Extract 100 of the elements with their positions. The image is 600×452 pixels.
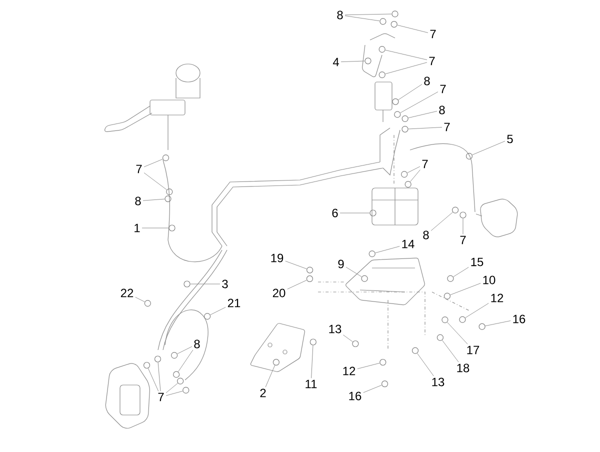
part-drawing xyxy=(442,316,448,324)
leader-line xyxy=(485,320,511,326)
part-drawing xyxy=(436,334,444,341)
part-drawing xyxy=(460,212,466,218)
part-drawing xyxy=(392,10,398,18)
leader-line xyxy=(416,352,434,376)
leader-line xyxy=(287,280,307,290)
part-drawing xyxy=(380,18,386,25)
callout-number: 9 xyxy=(338,260,344,268)
leader-line xyxy=(178,350,194,372)
part-drawing xyxy=(143,362,150,369)
part-drawing xyxy=(182,386,190,394)
part-drawing xyxy=(459,316,466,323)
part-drawing xyxy=(394,111,401,118)
part-drawing xyxy=(401,171,408,178)
leader-line xyxy=(400,92,438,114)
callout-number: 11 xyxy=(306,380,317,388)
leader-line xyxy=(285,260,307,270)
callout-number: 7 xyxy=(430,30,436,38)
part-drawing xyxy=(402,115,408,122)
part-drawing xyxy=(173,371,180,378)
part-drawing xyxy=(306,275,314,282)
callout-number: 16 xyxy=(513,314,526,324)
part-drawing xyxy=(306,266,314,274)
leader-line xyxy=(363,384,382,393)
leader-line xyxy=(408,127,442,130)
callout-number: 13 xyxy=(432,378,444,386)
callout-number: 6 xyxy=(332,208,338,218)
callout-number: 8 xyxy=(337,10,343,20)
part-drawing xyxy=(478,323,486,330)
part-drawing xyxy=(184,280,190,288)
leader-line xyxy=(442,340,459,362)
callout-number: 7 xyxy=(429,56,435,66)
callout-number: 8 xyxy=(423,230,429,240)
callout-number: 16 xyxy=(349,392,362,400)
part-drawing xyxy=(370,210,376,216)
leader-line xyxy=(450,282,481,296)
part-drawing xyxy=(444,292,450,300)
leader-line xyxy=(340,60,365,62)
leader-line xyxy=(408,110,438,118)
callout-number: 14 xyxy=(402,240,414,248)
leader-line xyxy=(462,218,464,234)
leader-line xyxy=(385,50,428,60)
part-drawing xyxy=(368,250,376,258)
callout-number: 12 xyxy=(343,366,356,376)
part-drawing xyxy=(380,358,386,366)
part-drawing xyxy=(352,340,359,348)
leader-line xyxy=(340,212,370,214)
part-drawing xyxy=(378,72,386,78)
part-drawing xyxy=(402,126,408,132)
leader-line xyxy=(385,62,428,74)
leader-line xyxy=(472,140,506,156)
callout-number: 13 xyxy=(329,324,342,334)
leader-line xyxy=(148,368,159,392)
leader-line xyxy=(177,346,192,354)
part-drawing xyxy=(204,313,211,320)
callout-number: 8 xyxy=(424,76,430,86)
part-drawing xyxy=(177,378,184,384)
callout-number: 8 xyxy=(135,196,141,206)
leader-line xyxy=(144,172,168,190)
callout-number: 7 xyxy=(444,122,450,132)
leader-line xyxy=(446,322,468,344)
callout-number: 7 xyxy=(136,164,142,174)
callout-number: 8 xyxy=(194,340,200,348)
part-drawing xyxy=(166,188,173,196)
callout-number: 22 xyxy=(120,288,134,298)
leader-line xyxy=(311,345,314,378)
callout-number: 5 xyxy=(507,134,513,144)
callout-number: 17 xyxy=(467,346,480,354)
leader-line xyxy=(210,306,226,316)
part-drawing xyxy=(168,224,176,232)
part-drawing xyxy=(164,195,172,202)
leader-line xyxy=(166,382,178,394)
leader-line xyxy=(430,212,454,231)
leader-line xyxy=(357,362,380,370)
part-drawing xyxy=(466,152,473,160)
part-drawing xyxy=(378,46,386,53)
callout-number: 19 xyxy=(271,254,284,262)
part-drawing xyxy=(272,358,280,366)
leader-line xyxy=(346,266,362,278)
part-drawing xyxy=(310,338,316,346)
part-drawing xyxy=(447,275,454,282)
part-drawing xyxy=(162,154,170,162)
leader-line xyxy=(465,302,489,318)
leader-line xyxy=(453,266,469,278)
leader-line xyxy=(344,14,392,16)
part-drawing xyxy=(144,300,151,307)
callout-number: 2 xyxy=(260,388,266,398)
callout-number: 8 xyxy=(439,106,445,114)
callout-number: 12 xyxy=(491,294,504,302)
leader-line xyxy=(375,246,400,254)
part-drawing xyxy=(412,347,419,354)
leader-line xyxy=(166,390,183,396)
callout-number: 7 xyxy=(440,84,446,94)
callout-number: 3 xyxy=(222,280,228,288)
callout-number: 4 xyxy=(332,58,339,66)
leader-line xyxy=(142,198,165,201)
callout-number: 10 xyxy=(483,276,496,284)
part-drawing xyxy=(404,181,412,188)
leader-line xyxy=(342,334,353,342)
